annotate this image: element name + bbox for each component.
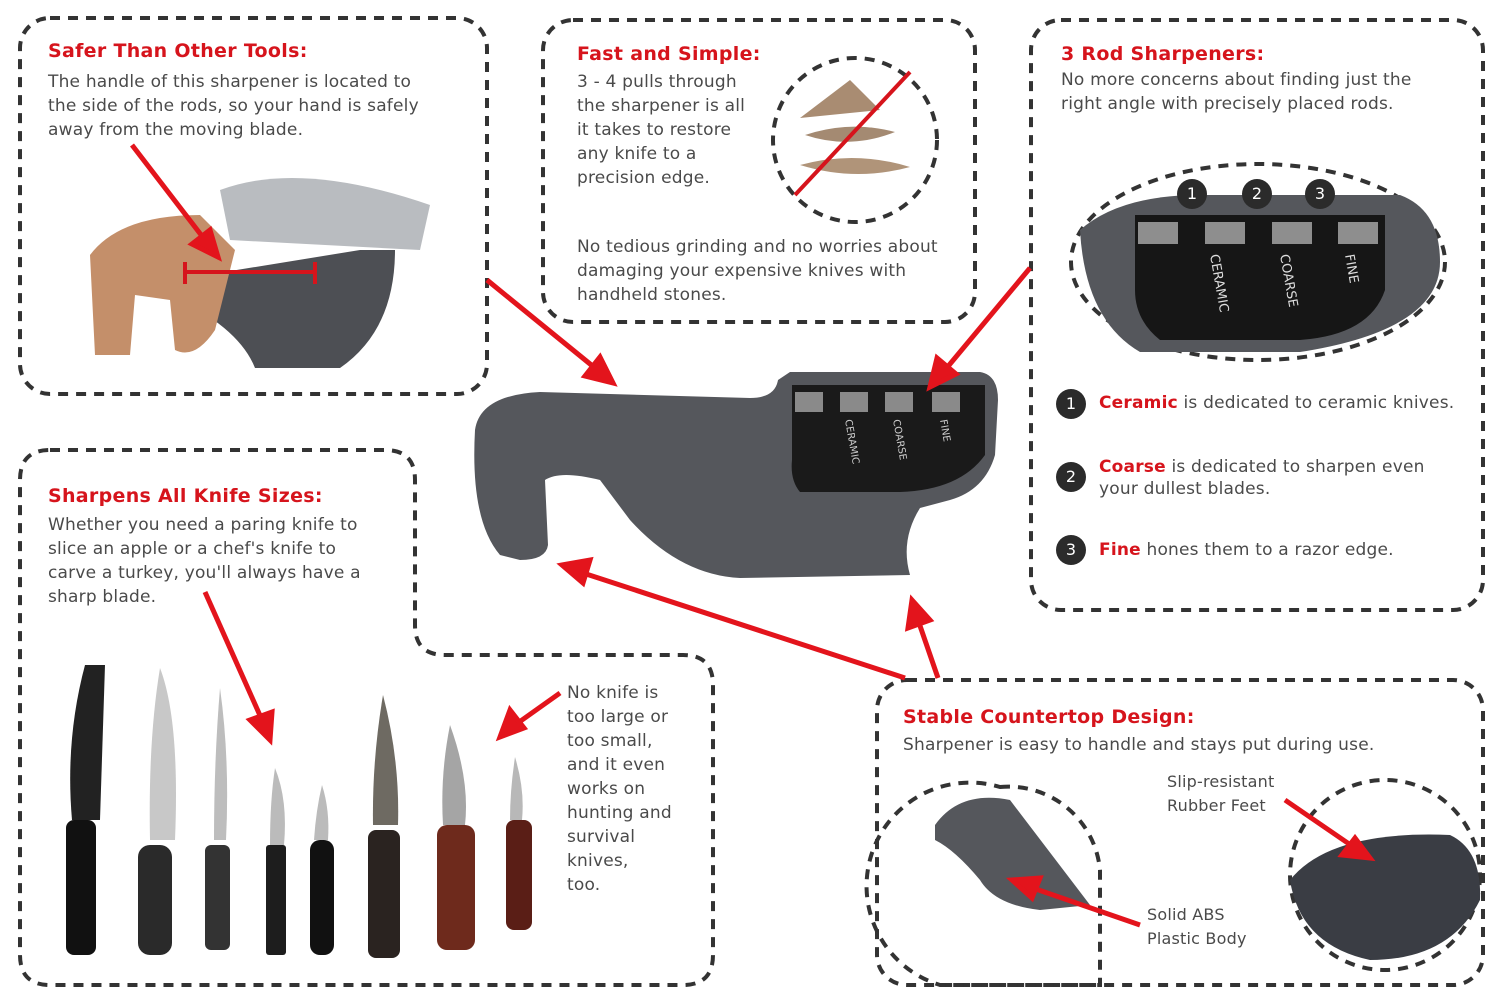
plastic-body-label: Solid ABS Plastic Body (1147, 903, 1247, 951)
rods-description: No more concerns about finding just the … (1061, 68, 1412, 116)
item-number-1: 1 (1056, 389, 1086, 419)
sizes-panel-outline (18, 448, 715, 987)
rods-title: 3 Rod Sharpeners: (1061, 43, 1265, 65)
text-line: No knife is (567, 683, 659, 703)
text-line: any knife to a (577, 144, 697, 164)
slot-number-2: 2 (1242, 179, 1272, 209)
rod-label-fine: FINE (1341, 253, 1361, 284)
rods-panel-outline (1029, 18, 1485, 612)
text-line: works on (567, 779, 646, 799)
text-line: No more concerns about finding just the (1061, 70, 1412, 90)
fast-description-2: No tedious grinding and no worries about… (577, 235, 938, 307)
body-closeup-image (864, 780, 1102, 987)
text-line: survival (567, 827, 636, 847)
stones-circle-outline (771, 56, 939, 224)
sizes-description: Whether you need a paring knife to slice… (48, 513, 361, 609)
callout-arrows (130, 143, 1376, 928)
text-line: too small, (567, 731, 653, 751)
text-line: the side of the rods, so your hand is sa… (48, 96, 419, 116)
fast-panel-outline (541, 18, 977, 324)
stable-title: Stable Countertop Design: (903, 706, 1195, 728)
fast-title: Fast and Simple: (577, 43, 761, 65)
sizes-title: Sharpens All Knife Sizes: (48, 485, 323, 507)
rod-item-fine: Fine hones them to a razor edge. (1099, 538, 1394, 562)
text-line: knives, (567, 851, 629, 871)
rod-desc-2: your dullest blades. (1099, 479, 1271, 499)
item-number-2: 2 (1056, 462, 1086, 492)
rod-item-ceramic: Ceramic is dedicated to ceramic knives. (1099, 391, 1454, 415)
text-line: too. (567, 875, 601, 895)
text-line: and it even (567, 755, 666, 775)
stable-description: Sharpener is easy to handle and stays pu… (903, 735, 1375, 755)
text-line: precision edge. (577, 168, 710, 188)
sharpener-product-image: CERAMIC COARSE FINE (474, 372, 998, 578)
rod-desc: is dedicated to sharpen even (1165, 457, 1425, 477)
text-line: carve a turkey, you'll always have a (48, 563, 361, 583)
slot-number-3: 3 (1305, 179, 1335, 209)
text-line: Plastic Body (1147, 929, 1247, 948)
rods-closeup-image: CERAMIC COARSE FINE (1069, 162, 1447, 362)
text-line: hunting and (567, 803, 672, 823)
knives-image (66, 665, 532, 958)
rod-name: Coarse (1099, 457, 1166, 477)
rod-name: Ceramic (1099, 393, 1178, 413)
rod-desc: hones them to a razor edge. (1140, 540, 1394, 560)
safer-panel-outline (18, 16, 489, 396)
hand-holding-sharpener-image (90, 178, 430, 368)
text-line: slice an apple or a chef's knife to (48, 539, 337, 559)
rubber-feet-image (1288, 778, 1482, 972)
text-line: Whether you need a paring knife to (48, 515, 358, 535)
text-line: Slip-resistant (1167, 772, 1275, 791)
text-line: too large or (567, 707, 669, 727)
item-number-3: 3 (1056, 535, 1086, 565)
text-line: right angle with precisely placed rods. (1061, 94, 1394, 114)
rubber-feet-label: Slip-resistant Rubber Feet (1167, 770, 1274, 818)
text-line: Rubber Feet (1167, 796, 1266, 815)
text-line: handheld stones. (577, 285, 727, 305)
safer-description: The handle of this sharpener is located … (48, 70, 419, 142)
text-line: No tedious grinding and no worries about (577, 237, 938, 257)
sizes-side-note: No knife is too large or too small, and … (567, 681, 672, 897)
text-line: away from the moving blade. (48, 120, 304, 140)
text-line: The handle of this sharpener is located … (48, 72, 412, 92)
slot-number-1: 1 (1177, 179, 1207, 209)
text-line: 3 - 4 pulls through (577, 72, 737, 92)
whetstones-image (793, 70, 912, 197)
text-line: Solid ABS (1147, 905, 1225, 924)
safer-title: Safer Than Other Tools: (48, 40, 308, 62)
stable-panel-outline (875, 678, 1485, 987)
fast-description: 3 - 4 pulls through the sharpener is all… (577, 70, 745, 190)
rod-desc: is dedicated to ceramic knives. (1177, 393, 1455, 413)
center-slot-fine: FINE (937, 419, 952, 443)
text-line: it takes to restore (577, 120, 732, 140)
text-line: sharp blade. (48, 587, 157, 607)
rod-name: Fine (1099, 540, 1141, 560)
text-line: damaging your expensive knives with (577, 261, 907, 281)
text-line: the sharpener is all (577, 96, 746, 116)
